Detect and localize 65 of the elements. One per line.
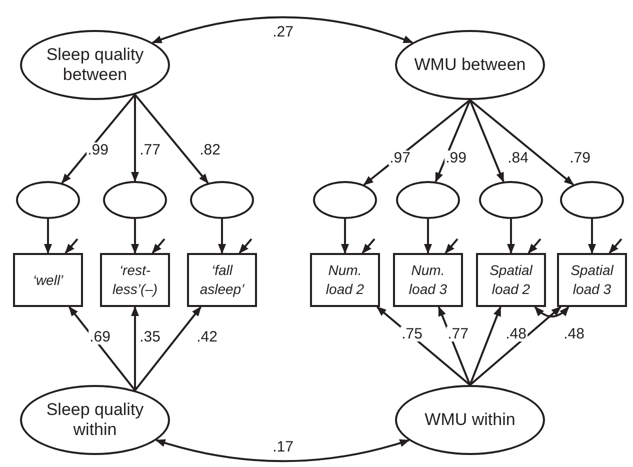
edge-label: .97 bbox=[388, 150, 412, 166]
node-label: WMU within bbox=[424, 410, 516, 430]
arrow bbox=[131, 94, 139, 182]
arrow bbox=[444, 238, 458, 254]
arrow bbox=[376, 306, 471, 386]
edge-label: .77 bbox=[446, 326, 470, 342]
arrow bbox=[469, 306, 562, 386]
node-label: Sleep quality within bbox=[45, 400, 145, 440]
arrow bbox=[134, 94, 209, 184]
arrow bbox=[61, 94, 136, 184]
node-label: Num. load 3 bbox=[408, 261, 448, 299]
arrow bbox=[152, 238, 166, 254]
arrow bbox=[134, 306, 202, 392]
indicator-box bbox=[393, 253, 463, 307]
edge-label: .69 bbox=[88, 330, 112, 344]
arrow bbox=[528, 238, 542, 254]
edge-label: .99 bbox=[86, 142, 110, 158]
arrow bbox=[469, 306, 502, 386]
arrow bbox=[131, 219, 139, 254]
arrow bbox=[155, 438, 410, 462]
arrow bbox=[218, 219, 226, 254]
arrow bbox=[44, 219, 52, 254]
node-label: WMU between bbox=[413, 54, 527, 76]
edge-label: .84 bbox=[506, 150, 530, 166]
arrow bbox=[438, 306, 471, 386]
indicator-box bbox=[557, 253, 627, 307]
indicator-box bbox=[100, 253, 170, 307]
arrow bbox=[424, 219, 432, 254]
arrow bbox=[588, 219, 596, 254]
arrow bbox=[434, 100, 471, 182]
edge-label: .75 bbox=[400, 326, 424, 342]
arrow bbox=[341, 219, 349, 254]
arrow bbox=[507, 219, 515, 254]
edge-label: .48 bbox=[504, 326, 528, 342]
edge-label: .35 bbox=[138, 330, 162, 344]
arrow bbox=[152, 16, 414, 44]
edge-label: .99 bbox=[444, 150, 468, 166]
arrow bbox=[68, 306, 136, 392]
arrow bbox=[131, 306, 139, 390]
edge-label: .77 bbox=[138, 142, 162, 158]
arrow bbox=[469, 99, 574, 186]
arrow bbox=[363, 99, 471, 186]
node-label: Sleep quality between bbox=[45, 44, 145, 86]
node-label: Num. load 2 bbox=[324, 261, 366, 299]
edge-label: .48 bbox=[562, 326, 586, 342]
node-label: ‘fall asleep’ bbox=[198, 261, 246, 299]
edge-label: .79 bbox=[568, 150, 592, 166]
indicator-box bbox=[13, 253, 83, 307]
node-label: Spatial load 3 bbox=[570, 261, 615, 299]
node-label: ‘well’ bbox=[32, 270, 64, 290]
arrow bbox=[64, 238, 78, 254]
arrow bbox=[469, 100, 504, 182]
indicator-box bbox=[476, 253, 546, 307]
indicator-box bbox=[187, 253, 257, 307]
arrow bbox=[238, 238, 252, 254]
arrow bbox=[362, 238, 376, 254]
arrow bbox=[608, 238, 622, 254]
edge-label: .27 bbox=[272, 24, 294, 40]
node-label: Spatial load 2 bbox=[488, 261, 534, 299]
arrow bbox=[534, 306, 570, 318]
edge-label: .42 bbox=[196, 330, 218, 344]
edge-label: .17 bbox=[272, 440, 294, 454]
node-label: ‘rest- less’(–) bbox=[111, 261, 159, 299]
indicator-box bbox=[310, 253, 380, 307]
edge-label: .82 bbox=[198, 142, 222, 158]
